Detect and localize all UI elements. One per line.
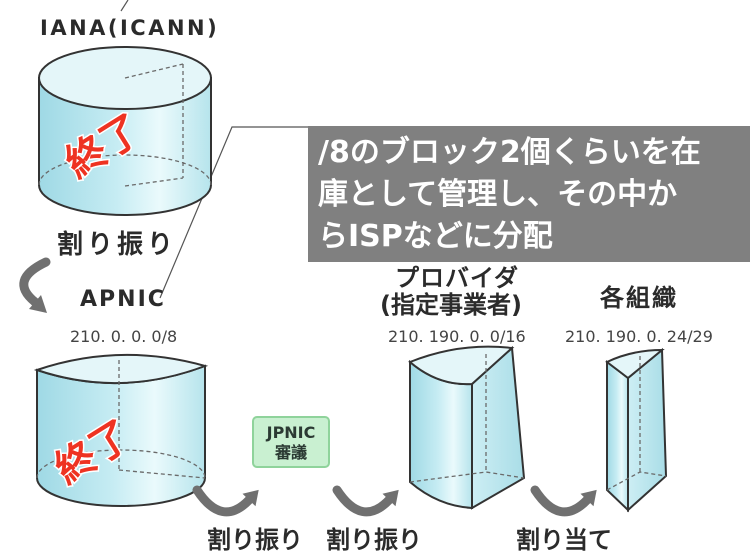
- jpnic-sublabel: 審議: [274, 443, 307, 462]
- iana-hidden-edges: [38, 63, 212, 187]
- callout-box: /8のブロック2個くらいを在 庫として管理し、その中か らISPなどに分配: [308, 126, 750, 262]
- apnic-hidden-edges: [36, 360, 206, 479]
- apnic-label: APNIC: [80, 287, 166, 312]
- arrow-jpnic-to-provider: [332, 485, 399, 517]
- apnic-prefix: 210. 0. 0. 0/8: [70, 327, 178, 346]
- organization-hidden-edges: [606, 356, 667, 491]
- callout-line-3: らISPなどに分配: [318, 219, 553, 254]
- arrow-shaft: [19, 257, 51, 307]
- organization-block: [605, 347, 668, 513]
- provider-label: プロバイダ: [395, 264, 520, 292]
- callout-leader-line: [159, 126, 308, 299]
- iana-cylinder: 終了: [38, 46, 212, 216]
- arrow-shaft: [332, 485, 394, 517]
- allocation-label-iana-apnic: 割り振り: [57, 230, 178, 260]
- arrow-shaft: [192, 485, 254, 517]
- arrow-head: [242, 489, 259, 507]
- arrow-provider-to-organization: [530, 485, 597, 517]
- organization-prefix: 210. 190. 0. 24/29: [565, 327, 713, 346]
- provider-sublabel: (指定事業者): [380, 291, 522, 319]
- arrow-head: [29, 295, 47, 313]
- callout-line-2: 庫として管理し、その中か: [318, 177, 678, 212]
- arrow-iana-to-apnic: [19, 257, 51, 313]
- allocation-label-apnic-jpnic: 割り振り: [207, 526, 303, 554]
- arrow-shaft: [530, 485, 592, 517]
- jpnic-review-box: JPNIC 審議: [252, 416, 330, 468]
- provider-prefix: 210. 190. 0. 0/16: [388, 327, 526, 346]
- arrow-head: [382, 489, 399, 507]
- arrow-head: [580, 489, 597, 507]
- organization-label: 各組織: [600, 284, 678, 312]
- provider-block: [408, 345, 526, 510]
- iana-label: IANA(ICANN): [40, 16, 220, 40]
- arrow-apnic-to-jpnic: [192, 485, 259, 517]
- callout-line-1: /8のブロック2個くらいを在: [318, 135, 701, 170]
- top-connector-line: [120, 0, 129, 12]
- iana-cylinder-body: [38, 77, 212, 216]
- organization-top-face: [605, 348, 665, 380]
- assignment-label-provider-organization: 割り当て: [516, 526, 612, 554]
- apnic-cylinder-top: [33, 353, 209, 384]
- provider-hidden-edges: [409, 354, 525, 483]
- jpnic-label: JPNIC: [266, 423, 316, 442]
- apnic-cylinder: 終了: [33, 353, 209, 507]
- allocation-label-jpnic-provider: 割り振り: [326, 526, 422, 554]
